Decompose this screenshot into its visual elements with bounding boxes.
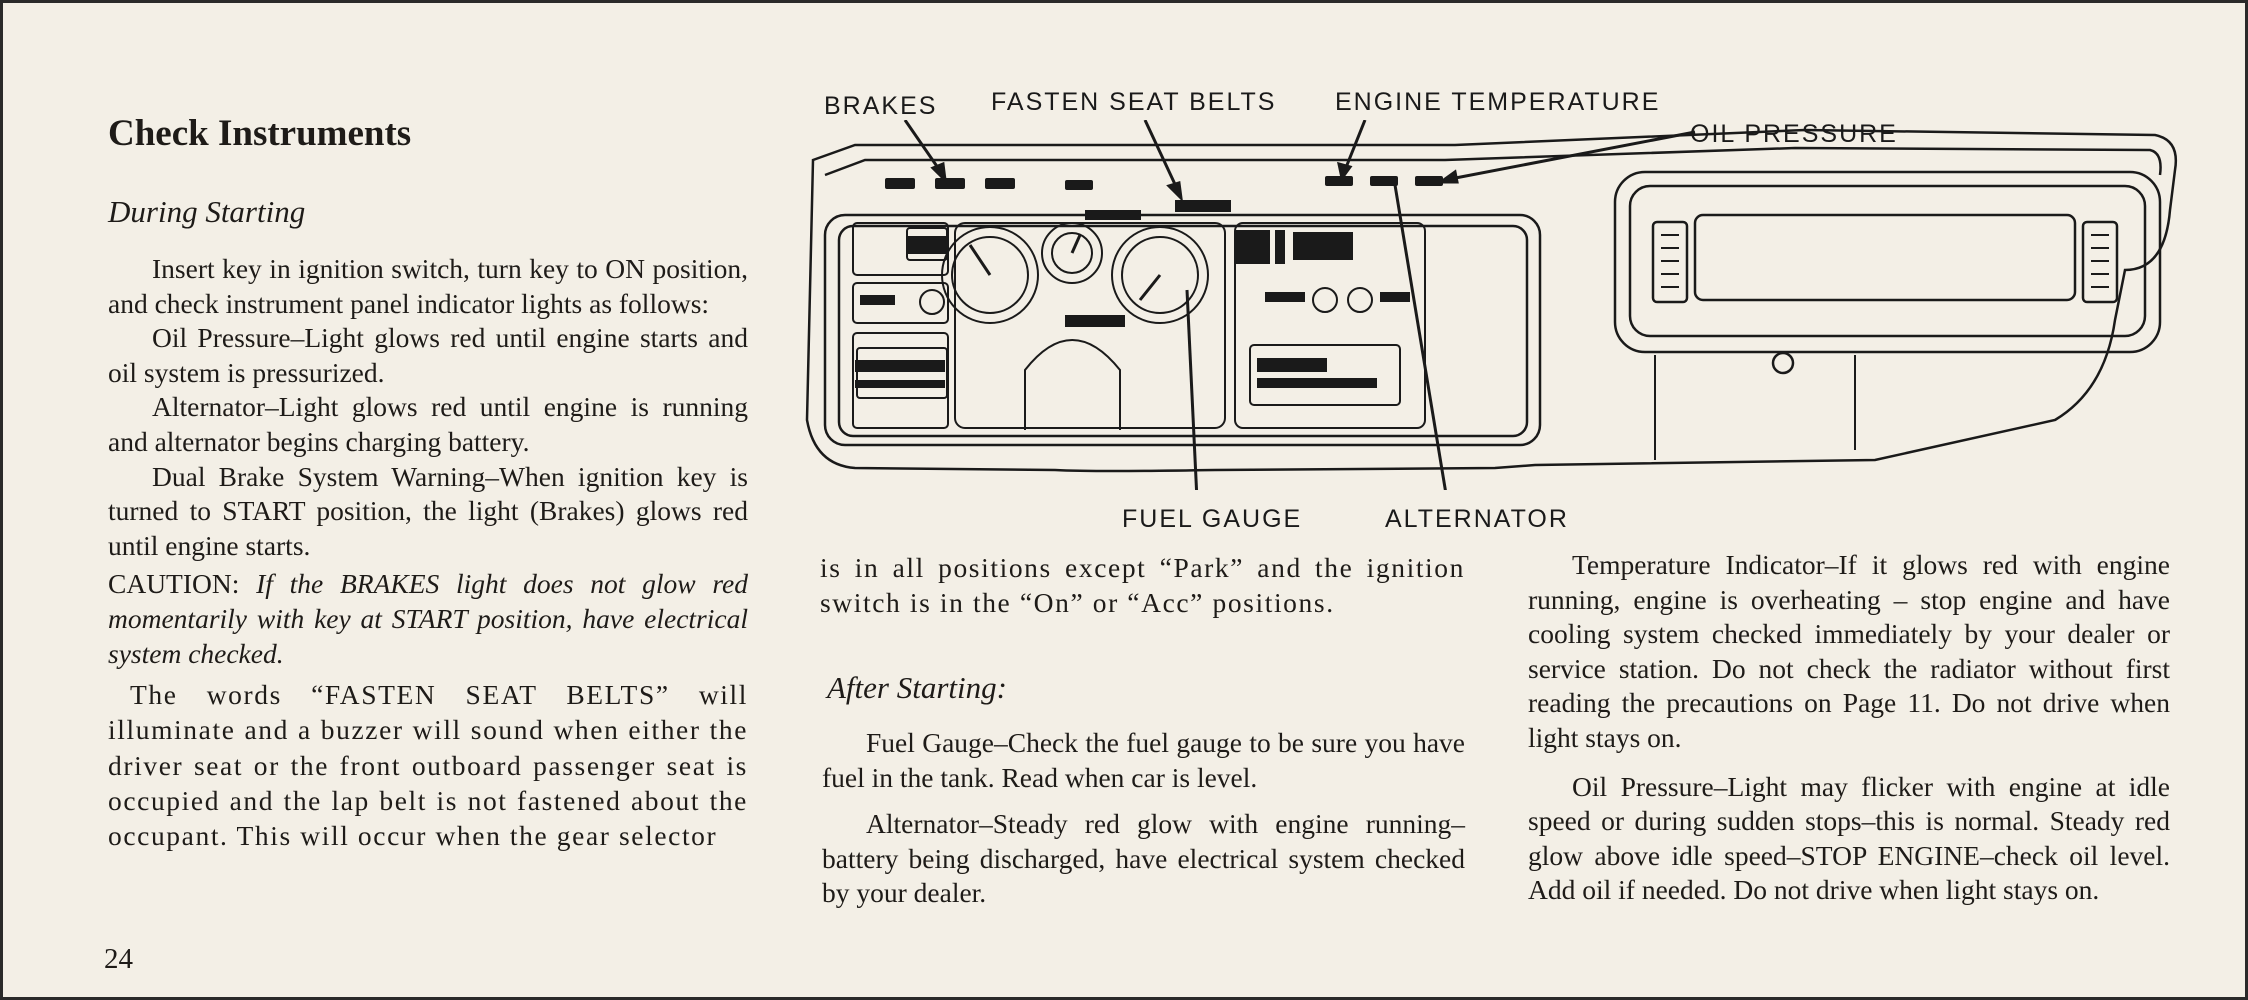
paragraph-intro: Insert key in ignition switch, turn key …: [108, 253, 748, 319]
middle-column-continued: is in all positions except “Park” and th…: [820, 550, 1465, 620]
paragraph-seat-belts: The words “FASTEN SEAT BELTS” will illum…: [108, 679, 748, 851]
paragraph-oil-pressure: Oil Pressure–Light glows red until engin…: [108, 322, 748, 388]
paragraph-gear-selector-cont: is in all positions except “Park” and th…: [820, 552, 1465, 618]
paragraph-caution: CAUTION: If the BRAKES light does not gl…: [108, 567, 748, 671]
page-number: 24: [104, 943, 133, 975]
label-fuel-gauge: FUEL GAUGE: [1122, 505, 1303, 533]
paragraph-alternator: Alternator–Light glows red until engine …: [108, 391, 748, 457]
page-title: Check Instruments: [108, 113, 412, 154]
label-brakes: BRAKES: [824, 92, 938, 120]
paragraph-temperature: Temperature Indicator–If it glows red wi…: [1528, 549, 2170, 753]
paragraph-dual-brake: Dual Brake System Warning–When ignition …: [108, 460, 748, 561]
paragraph-fuel-gauge: Fuel Gauge–Check the fuel gauge to be su…: [822, 727, 1465, 793]
right-column: Temperature Indicator–If it glows red wi…: [1528, 548, 2170, 908]
subheading-during-starting: During Starting: [108, 194, 306, 229]
label-alternator: ALTERNATOR: [1385, 505, 1569, 533]
label-engine-temperature: ENGINE TEMPERATURE: [1335, 88, 1661, 116]
subheading-after-starting: After Starting:: [827, 670, 1007, 705]
middle-column: Fuel Gauge–Check the fuel gauge to be su…: [822, 726, 1465, 911]
caution-text: If the BRAKES light does not glow red mo…: [108, 568, 748, 669]
instrument-panel-diagram: [805, 120, 2178, 490]
label-fasten-seat-belts: FASTEN SEAT BELTS: [991, 88, 1277, 116]
paragraph-oil-pressure-after: Oil Pressure–Light may flicker with engi…: [1528, 770, 2170, 906]
left-column: Insert key in ignition switch, turn key …: [108, 252, 748, 853]
caution-label: CAUTION:: [108, 568, 240, 600]
paragraph-alternator-after: Alternator–Steady red glow with engine r…: [822, 808, 1465, 909]
